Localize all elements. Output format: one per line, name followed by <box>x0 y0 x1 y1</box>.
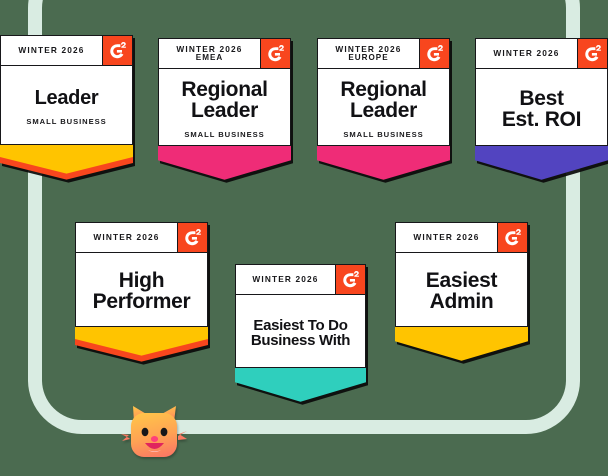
badge-header: WINTER 2026 <box>76 223 207 253</box>
g2-logo[interactable] <box>497 223 527 252</box>
badge-ribbon <box>158 146 291 180</box>
badge-header: WINTER 2026 <box>1 36 132 66</box>
badge-season-label: WINTER 2026 <box>18 45 85 56</box>
badge-ribbon <box>75 327 208 356</box>
badge-ribbon <box>0 145 133 174</box>
badge-ribbon <box>395 327 528 361</box>
badge-season-label: WINTER 2026 <box>493 48 560 59</box>
g2-logo[interactable] <box>335 265 365 294</box>
g2-logo[interactable] <box>177 223 207 252</box>
badge-ribbon <box>475 146 608 180</box>
badge-title-line: Performer <box>92 290 191 313</box>
g2-logo[interactable] <box>260 39 290 68</box>
badge-period: WINTER 2026 <box>1 36 102 65</box>
badge-region-label: EUROPE <box>348 52 389 62</box>
badge-season-label: WINTER 2026 <box>93 232 160 243</box>
badge-region-label: EMEA <box>195 52 224 62</box>
badge-ribbon-group <box>158 146 291 180</box>
badge-period: WINTER 2026 <box>236 265 335 294</box>
badge-header: WINTER 2026 <box>396 223 527 253</box>
badge-title: Leader <box>35 88 99 108</box>
badge-title-line: Best <box>519 86 564 110</box>
g2-logo[interactable] <box>102 36 132 65</box>
badge-ribbon-group <box>75 327 208 362</box>
badge-segment-label: SMALL BUSINESS <box>343 129 424 139</box>
badge-segment-label: SMALL BUSINESS <box>26 116 107 126</box>
badge-period: WINTER 2026 <box>476 39 577 68</box>
badge-ribbon-group <box>395 327 528 361</box>
badge-header: WINTER 2026 <box>476 39 607 69</box>
badge-title-line: Regional <box>181 77 268 101</box>
badge-title-line: Easiest To Do <box>253 316 348 334</box>
badge-title-line: Leader <box>190 98 259 122</box>
badge-ribbon <box>317 146 450 180</box>
cat-mascot <box>118 398 190 475</box>
badge-period: WINTER 2026 <box>76 223 177 252</box>
badge-header: WINTER 2026 <box>236 265 365 295</box>
badge-segment-label: SMALL BUSINESS <box>184 129 265 139</box>
badge-season-label: WINTER 2026 <box>335 43 402 54</box>
badge-ribbon-group <box>475 146 608 180</box>
badge-title-line: Admin <box>429 290 494 313</box>
badge-season-label: WINTER 2026 <box>176 43 243 54</box>
badge-title-line: Business With <box>250 331 351 349</box>
badge-title-line: Regional <box>340 77 427 101</box>
badge-season-label: WINTER 2026 <box>413 232 480 243</box>
badge-title-line: Leader <box>34 86 99 109</box>
badge-title-line: High <box>118 269 165 292</box>
badge-title-line: Easiest <box>425 269 498 292</box>
badge-period: WINTER 2026 <box>396 223 497 252</box>
badge-title-line: Leader <box>349 98 418 122</box>
g2-logo[interactable] <box>419 39 449 68</box>
badge-ribbon-group <box>0 145 133 180</box>
badge-ribbon-group <box>235 368 366 402</box>
badge-season-label: WINTER 2026 <box>252 274 319 285</box>
badge-ribbon <box>235 368 366 402</box>
g2-logo[interactable] <box>577 39 607 68</box>
badge-ribbon-group <box>317 146 450 180</box>
badge-title-line: Est. ROI <box>501 107 582 131</box>
